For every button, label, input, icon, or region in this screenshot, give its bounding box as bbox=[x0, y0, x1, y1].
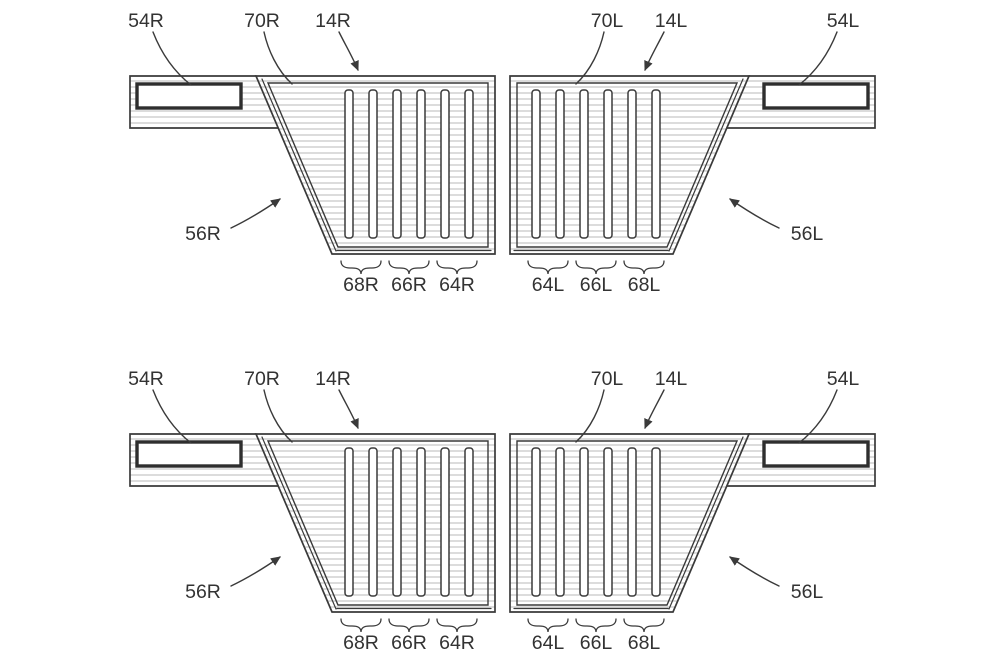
figure-instance-bottom bbox=[128, 368, 875, 654]
figure-instance-top bbox=[128, 10, 875, 296]
